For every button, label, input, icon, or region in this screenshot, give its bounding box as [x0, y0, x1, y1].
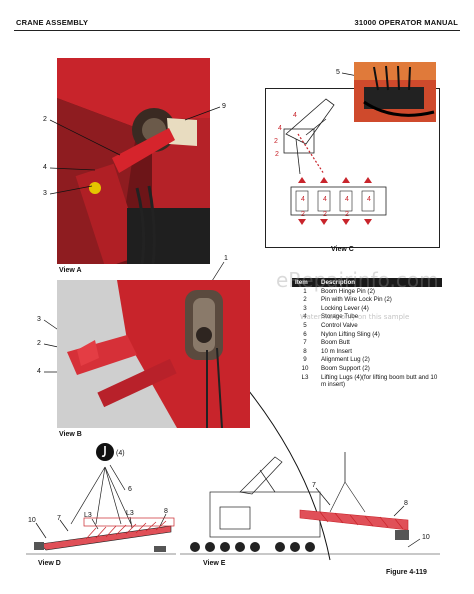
callout-e-10: 10 [422, 534, 430, 541]
callout-e-8: 8 [404, 500, 408, 507]
view-c-inset-photo [354, 62, 436, 122]
callout-c-5: 5 [336, 69, 340, 76]
view-a-label: View A [59, 267, 82, 274]
callout-e-7: 7 [312, 482, 316, 489]
callout-d-8: 8 [164, 508, 168, 515]
legend-header-description: Description [318, 278, 442, 287]
callout-a-4: 4 [43, 164, 47, 171]
callout-a-2: 2 [43, 116, 47, 123]
watermark-brand: eRepairinfo.com [276, 268, 439, 292]
view-c-label: View C [331, 246, 354, 253]
callout-d-10: 10 [28, 517, 36, 524]
view-d-drawing [26, 466, 176, 555]
callout-d-6: 6 [128, 486, 132, 493]
callout-hook-count: (4) [116, 450, 125, 457]
callout-d-l3a: L3 [84, 512, 92, 519]
callout-b-3: 3 [37, 316, 41, 323]
watermark-note: Watermark only on this sample [300, 313, 410, 321]
callout-c-4a: 4 [293, 112, 297, 119]
callout-c-2a: 2 [274, 138, 278, 145]
view-a-photo [57, 58, 210, 264]
callout-c-row-2c: 2 [345, 211, 349, 218]
view-b-label: View B [59, 431, 82, 438]
callout-b-1: 1 [224, 255, 228, 262]
view-e-drawing [180, 452, 440, 555]
callout-b-4: 4 [37, 368, 41, 375]
callout-c-row-2b: 2 [323, 211, 327, 218]
header-rule [14, 30, 460, 31]
legend-header-item: Item [292, 278, 318, 287]
callout-c-row-4b: 4 [323, 196, 327, 203]
callout-c-4b: 4 [278, 125, 282, 132]
view-e-label: View E [203, 560, 226, 567]
callout-c-2b: 2 [275, 151, 279, 158]
figure-number: Figure 4-119 [386, 569, 427, 576]
hook-icon [96, 443, 114, 461]
section-title: CRANE ASSEMBLY [16, 18, 89, 27]
callout-b-2: 2 [37, 340, 41, 347]
callout-c-row-4c: 4 [345, 196, 349, 203]
view-b-photo [57, 280, 250, 428]
callout-c-row-2a: 2 [301, 211, 305, 218]
callout-a-9: 9 [222, 103, 226, 110]
callout-c-row-4a: 4 [301, 196, 305, 203]
view-d-label: View D [38, 560, 61, 567]
callout-c-row-4d: 4 [367, 196, 371, 203]
callout-d-7: 7 [57, 515, 61, 522]
callout-d-l3b: L3 [126, 510, 134, 517]
callout-a-3: 3 [43, 190, 47, 197]
manual-title: 31000 OPERATOR MANUAL [354, 18, 458, 27]
